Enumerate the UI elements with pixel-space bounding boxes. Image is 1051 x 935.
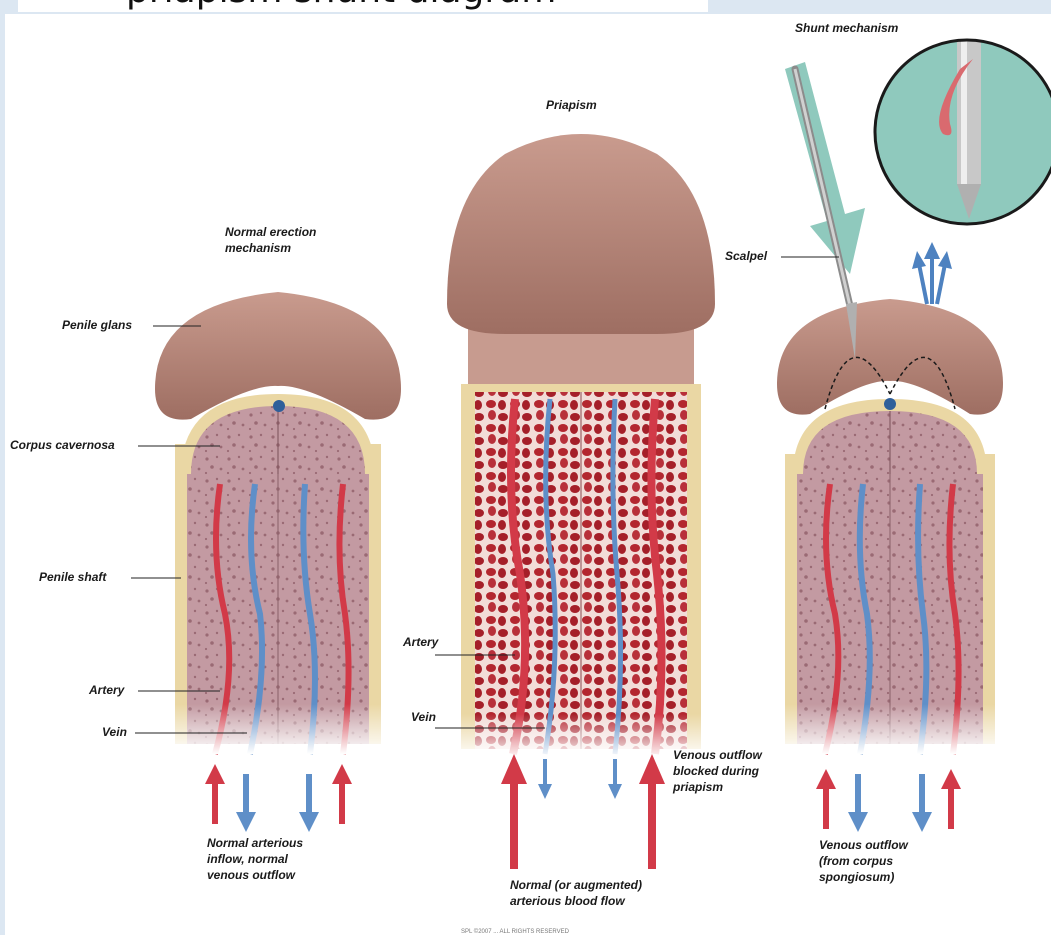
label-vein-normal: Vein (102, 725, 127, 739)
shunt-heading: Shunt mechanism (795, 21, 899, 35)
normal-dorsal-vein (273, 400, 285, 412)
shunt-caption-line1: Venous outflow (819, 838, 909, 852)
shunt-glans (777, 299, 1003, 415)
priapism-illustration: Normal erection mechanism Penile glans C… (5, 14, 1051, 935)
panel-normal (155, 292, 401, 832)
priapism-caption-right-line3: priapism (672, 780, 723, 794)
label-penile-shaft: Penile shaft (39, 570, 107, 584)
panel-shunt (775, 34, 1051, 832)
header-strip: priapism shunt diagram (18, 0, 708, 12)
priapism-artery-arrow-left (501, 754, 527, 869)
normal-vein-arrow-right (299, 774, 319, 832)
normal-vein-arrow-left (236, 774, 256, 832)
label-artery-priapism: Artery (402, 635, 440, 649)
shunt-teal-arrow (785, 62, 865, 274)
priapism-caption-right-line1: Venous outflow (673, 748, 763, 762)
normal-heading-line1: Normal erection (225, 225, 316, 239)
priapism-vein-arrow-left (538, 759, 552, 799)
label-penile-glans: Penile glans (62, 318, 132, 332)
normal-artery-arrow-right (332, 764, 352, 824)
header-title: priapism shunt diagram (126, 0, 556, 11)
shunt-artery-arrow-right (941, 769, 961, 829)
normal-artery-arrow-left (205, 764, 225, 824)
shunt-inset-magnifier (875, 34, 1051, 224)
copyright-notice: SPL ©2007 ... ALL RIGHTS RESERVED (461, 928, 570, 935)
shunt-caption-line3: spongiosum) (819, 870, 894, 884)
priapism-caption-right-line2: blocked during (673, 764, 760, 778)
normal-caption-line2: inflow, normal (207, 852, 289, 866)
priapism-glans (447, 134, 715, 334)
shunt-dorsal-vein (884, 398, 896, 410)
normal-heading-line2: mechanism (225, 241, 291, 255)
shunt-outflow-arrows (912, 242, 952, 304)
priapism-caption-bottom-line2: arterious blood flow (510, 894, 625, 908)
label-corpus-cavernosa: Corpus cavernosa (10, 438, 115, 452)
priapism-caption-bottom-line1: Normal (or augmented) (510, 878, 642, 892)
label-vein-priapism: Vein (411, 710, 436, 724)
shunt-artery-arrow-left (816, 769, 836, 829)
shunt-vein-arrow-left (848, 774, 868, 832)
illustration-canvas: Normal erection mechanism Penile glans C… (5, 14, 1051, 935)
priapism-heading: Priapism (546, 98, 597, 112)
normal-caption-line1: Normal arterious (207, 836, 303, 850)
label-artery-normal: Artery (88, 683, 126, 697)
label-scalpel: Scalpel (725, 249, 768, 263)
normal-caption-line3: venous outflow (207, 868, 296, 882)
shunt-caption-line2: (from corpus (819, 854, 893, 868)
priapism-vein-arrow-right (608, 759, 622, 799)
priapism-artery-arrow-right (639, 754, 665, 869)
shunt-vein-arrow-right (912, 774, 932, 832)
